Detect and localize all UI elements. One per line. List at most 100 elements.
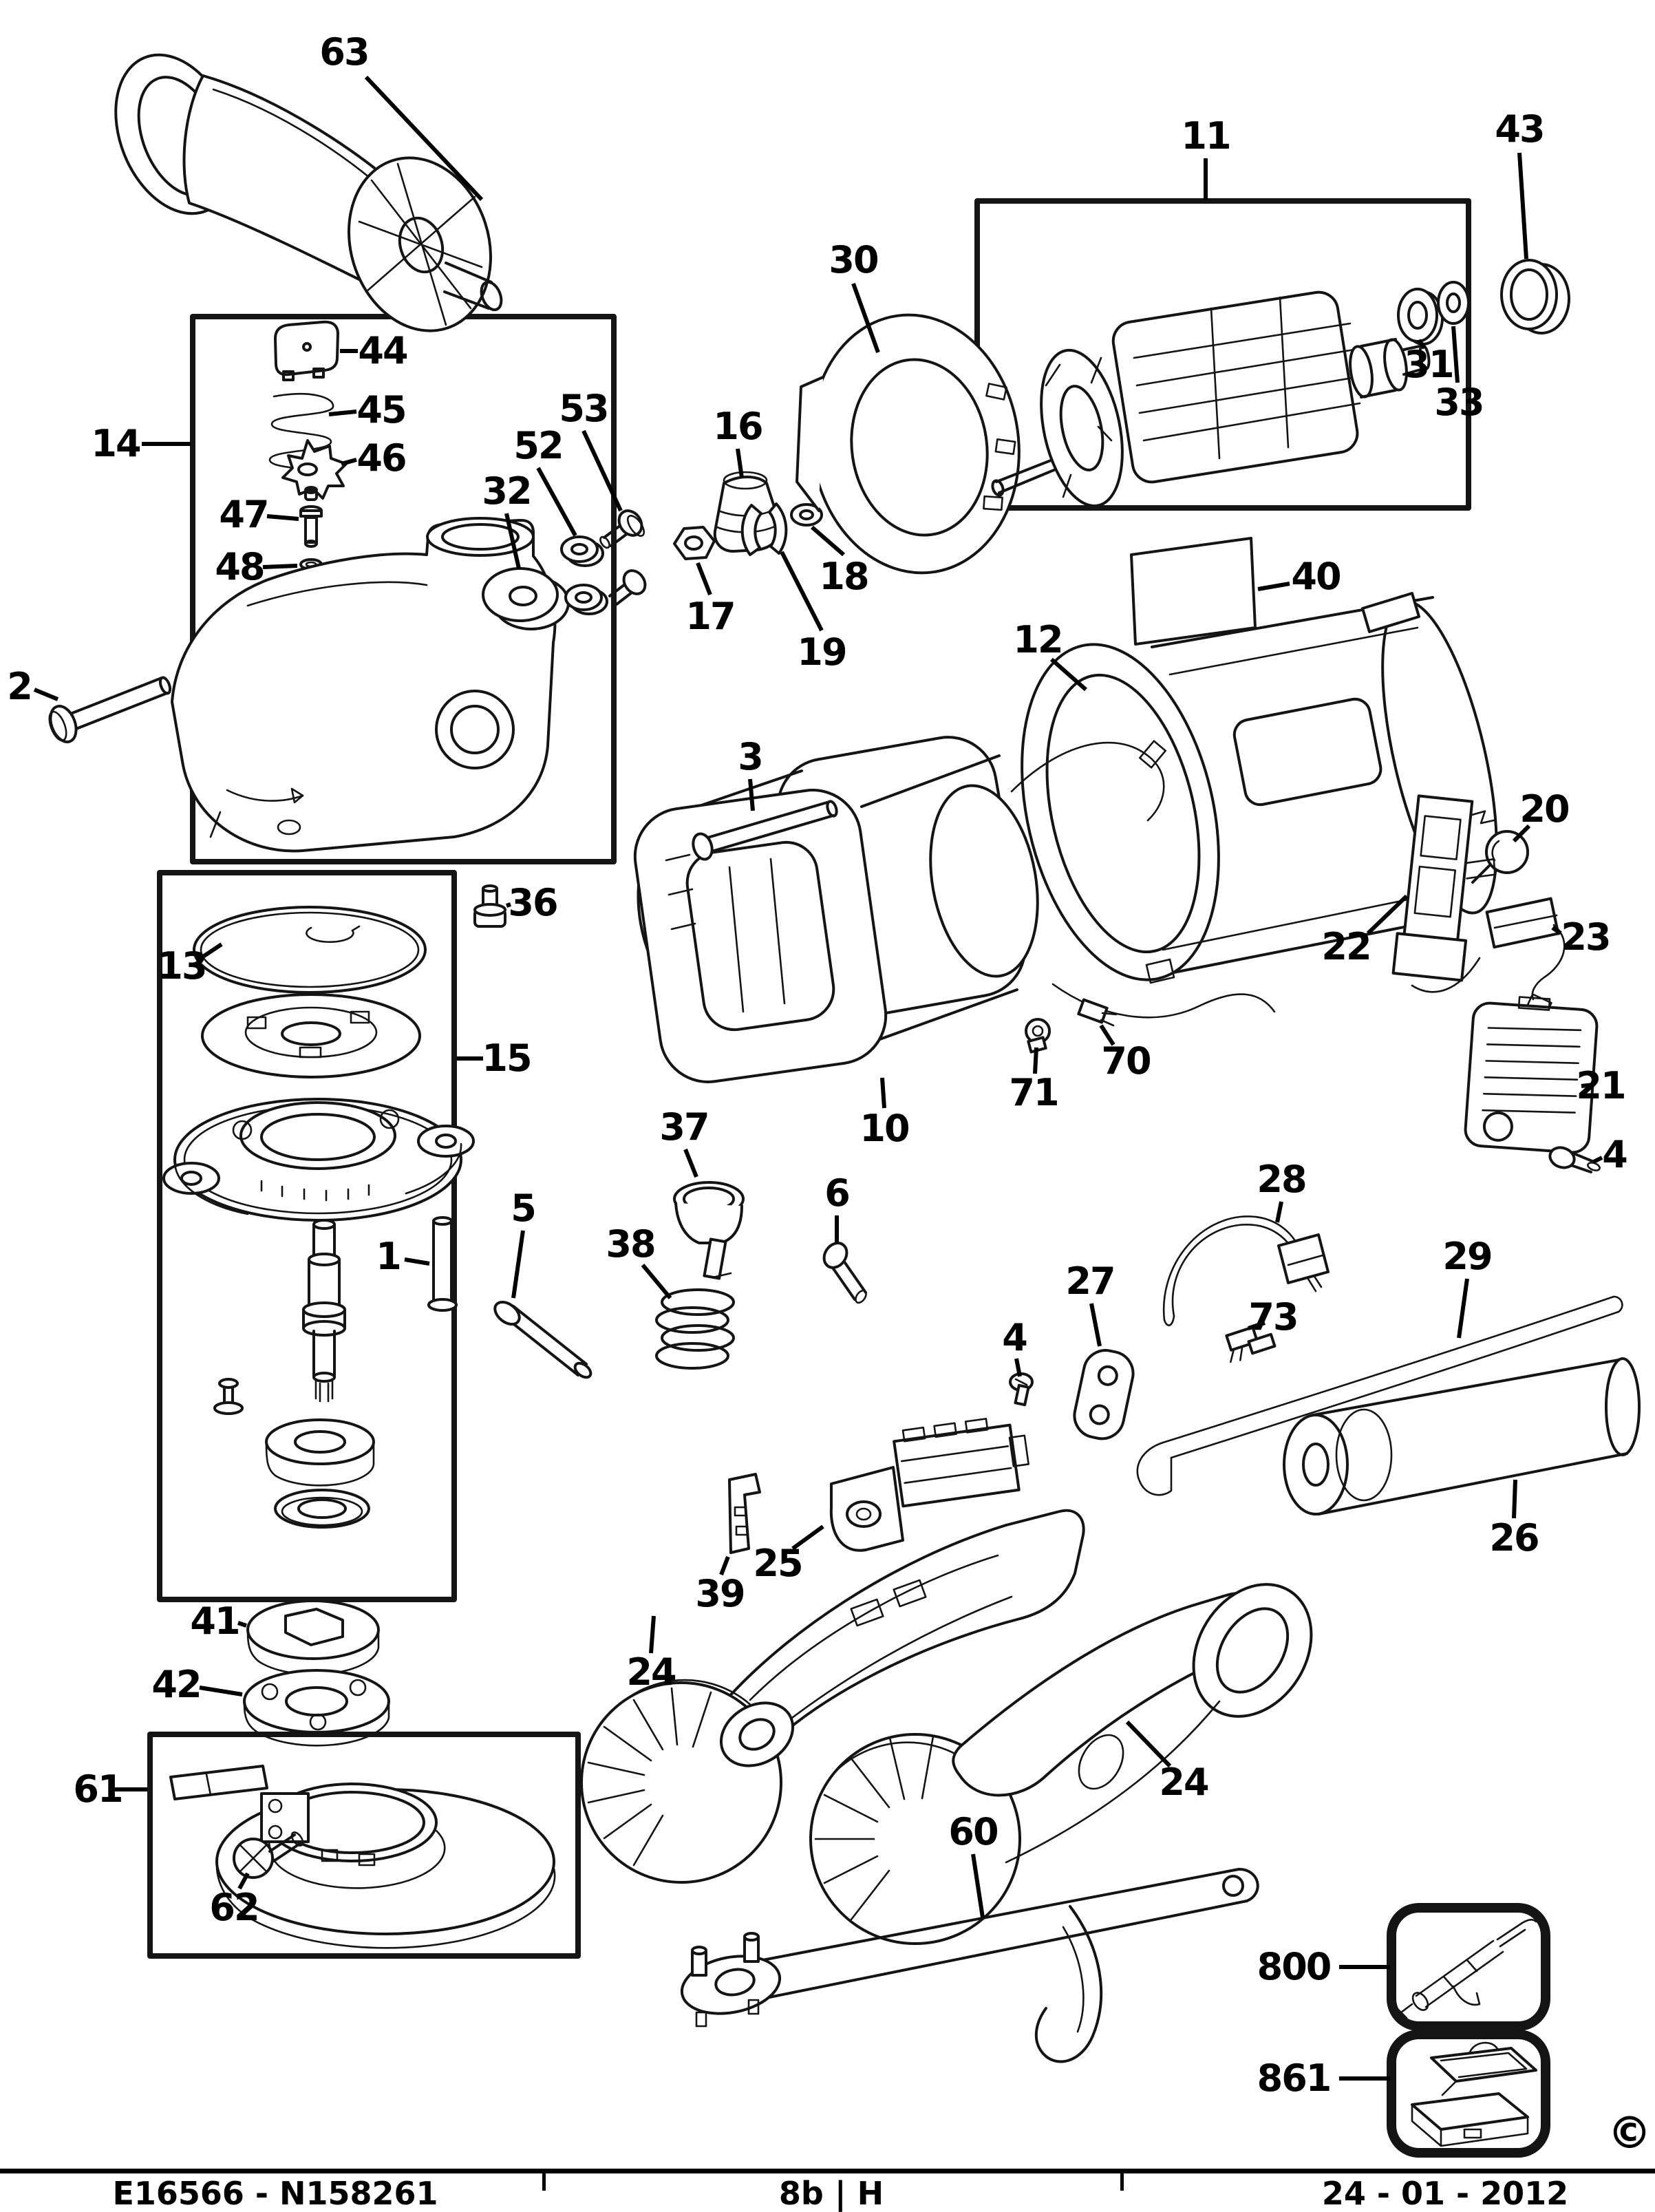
leader-17	[696, 562, 712, 596]
callout-4: 4	[1002, 1316, 1028, 1359]
field-stator-10	[633, 736, 1039, 1083]
callout-861: 861	[1257, 2056, 1332, 2100]
clutch-ring	[201, 993, 421, 1078]
callout-3: 3	[738, 735, 764, 778]
callout-63: 63	[319, 30, 370, 74]
callout-27: 27	[1065, 1259, 1115, 1303]
leader-70	[1099, 1024, 1115, 1046]
spindle-shaft	[302, 1219, 346, 1403]
clutch-disc-13	[193, 906, 427, 994]
screw-4-right	[1548, 1146, 1601, 1173]
leader-39	[719, 1555, 730, 1576]
lubricant-gun-800	[1394, 1918, 1537, 2019]
leader-40	[1257, 582, 1290, 591]
leader-43	[1517, 152, 1528, 259]
leader-45	[328, 410, 357, 416]
footer-divider-1	[542, 2170, 546, 2191]
bail-handle-29	[1136, 1295, 1623, 1496]
leader-16	[736, 448, 744, 478]
gearcase-housing	[171, 517, 557, 853]
cord-clamp-19	[740, 502, 788, 556]
callout-25: 25	[753, 1542, 803, 1585]
leader-46	[341, 458, 357, 466]
leader-31	[1417, 339, 1427, 350]
callout-36: 36	[508, 881, 558, 924]
footer-doc-number: E16566 - N158261	[112, 2175, 438, 2212]
leader-27	[1089, 1303, 1102, 1347]
callout-40: 40	[1291, 555, 1341, 598]
leader-52	[536, 467, 577, 537]
washer-lower	[274, 1489, 370, 1529]
brush-holder-22	[1391, 794, 1496, 982]
washer-33	[1437, 281, 1470, 325]
leader-10	[880, 1077, 886, 1109]
callout-30: 30	[829, 238, 879, 281]
spacer-32	[482, 567, 570, 630]
callout-53: 53	[559, 387, 609, 430]
retaining-ring-43	[1500, 259, 1570, 334]
callout-6: 6	[824, 1171, 851, 1215]
handle-housing-right-24	[809, 1583, 1313, 2063]
group-box-spindle-15	[157, 870, 457, 1602]
leader-48	[262, 564, 298, 569]
callout-20: 20	[1519, 787, 1570, 831]
footer-top-rule	[0, 2169, 1655, 2173]
leader-4	[1014, 1358, 1022, 1377]
leader-73	[1248, 1321, 1266, 1330]
group-box-kitbox-861	[1387, 2030, 1550, 2158]
callout-61: 61	[73, 1767, 123, 1811]
callout-14: 14	[91, 422, 141, 465]
callout-15: 15	[482, 1036, 532, 1080]
washer-18	[790, 503, 823, 527]
callout-28: 28	[1257, 1158, 1307, 1201]
leader-30	[851, 282, 880, 354]
bearing-31	[1397, 288, 1444, 345]
ring-terminal-71	[1025, 1018, 1051, 1054]
leader-38	[641, 1264, 672, 1299]
wheel-guard-61	[169, 1765, 556, 1949]
kit-box-861	[1411, 2041, 1537, 2147]
plug-36	[473, 884, 506, 928]
outer-flange-nut-42	[243, 1669, 390, 1747]
leader-63	[364, 75, 484, 202]
pin-3	[692, 800, 838, 861]
callout-5: 5	[511, 1187, 537, 1230]
leader-5	[511, 1230, 525, 1299]
leader-36	[506, 902, 511, 908]
pin-5	[493, 1300, 592, 1379]
callout-19: 19	[797, 630, 847, 674]
bearing-lower	[265, 1418, 375, 1487]
callout-13: 13	[157, 944, 207, 988]
leader-41	[237, 1621, 247, 1628]
trigger-button-37	[673, 1181, 745, 1280]
grip-tube-26	[1283, 1357, 1641, 1516]
brush-23	[1485, 897, 1566, 1015]
washer-52	[560, 535, 604, 567]
spring-38	[655, 1288, 735, 1370]
callout-31: 31	[1404, 343, 1454, 386]
leader-53	[581, 429, 623, 512]
spider-plate-46	[281, 439, 348, 500]
leader-4	[1592, 1156, 1603, 1164]
callout-47: 47	[219, 493, 269, 536]
leader-20	[1512, 824, 1531, 843]
leader-18	[811, 525, 845, 557]
pin-wrench-60	[680, 1867, 1259, 2028]
callout-1: 1	[376, 1235, 402, 1278]
leader-2	[33, 688, 59, 701]
callout-42: 42	[151, 1663, 202, 1706]
callout-17: 17	[685, 595, 736, 638]
leader-22	[1366, 894, 1409, 935]
wire-harness	[1010, 740, 1481, 1019]
callout-38: 38	[606, 1222, 656, 1266]
washer-and-screw-53b	[564, 569, 647, 615]
leader-71	[1033, 1047, 1038, 1074]
guard-screw-62	[233, 1831, 304, 1879]
callout-73: 73	[1248, 1295, 1299, 1339]
leader-60	[971, 1853, 985, 1918]
callout-45: 45	[356, 388, 407, 432]
footer-sheet-ref: 8b | H	[778, 2175, 884, 2212]
callout-71: 71	[1009, 1071, 1059, 1114]
leader-32	[504, 513, 521, 569]
